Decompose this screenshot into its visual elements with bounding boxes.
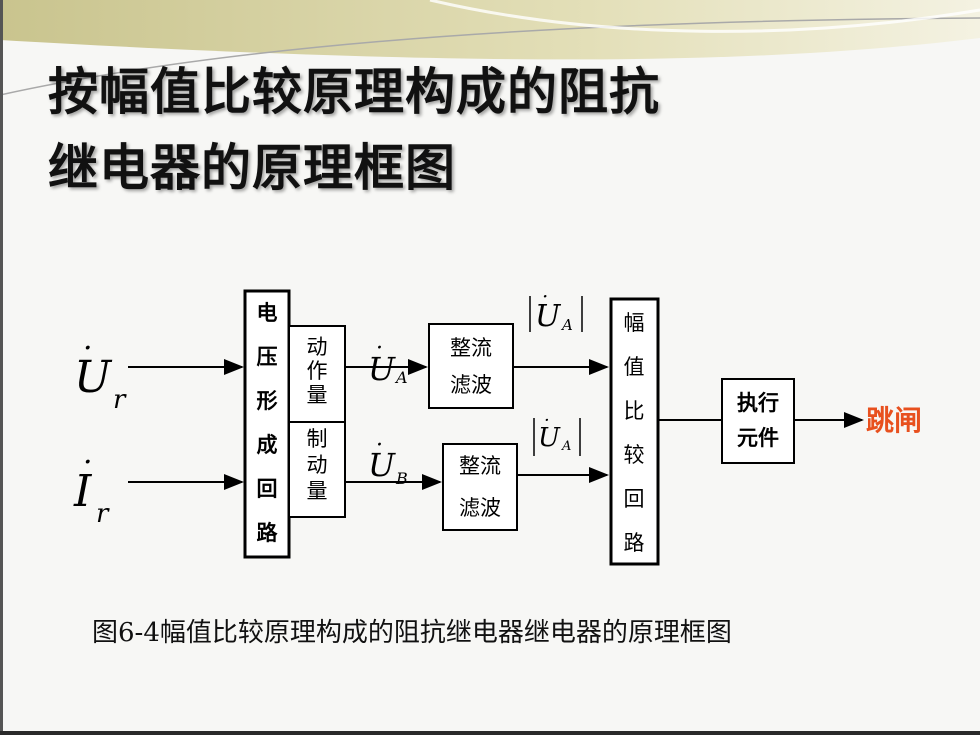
ua-label: U A · bbox=[368, 336, 408, 388]
restrain-quantity-char: 量 bbox=[307, 479, 328, 503]
amplitude-compare-char: 路 bbox=[624, 531, 645, 555]
abs-ua-bottom-label: U A · bbox=[533, 410, 581, 456]
abs-ua-top-label: U A · bbox=[529, 284, 583, 334]
amplitude-compare-char: 幅 bbox=[624, 311, 645, 335]
voltage-forming-char: 压 bbox=[257, 345, 278, 369]
svg-text:·: · bbox=[83, 331, 93, 366]
voltage-forming-char: 路 bbox=[257, 521, 279, 545]
rectifier-bottom-line2: 滤波 bbox=[459, 496, 501, 520]
trip-output-label: 跳闸 bbox=[866, 404, 922, 437]
operate-quantity-char: 作 bbox=[307, 359, 328, 383]
svg-text:·: · bbox=[544, 410, 550, 431]
operate-quantity-char: 动 bbox=[307, 335, 328, 359]
input-ir-label: I r · bbox=[73, 445, 110, 529]
input-ur-label: U r · bbox=[74, 331, 127, 415]
amplitude-compare-char: 值 bbox=[624, 355, 645, 379]
rectifier-top-line1: 整流 bbox=[450, 336, 492, 360]
restrain-quantity-box bbox=[288, 421, 346, 518]
operate-quantity-char: 量 bbox=[307, 383, 328, 407]
svg-text:A: A bbox=[561, 439, 571, 454]
svg-text:·: · bbox=[542, 284, 548, 308]
restrain-quantity-label: 制动量 bbox=[307, 427, 328, 503]
svg-text:·: · bbox=[83, 445, 93, 480]
figure-caption: 图6-4幅值比较原理构成的阻抗继电器继电器的原理框图 bbox=[92, 618, 732, 648]
amplitude-compare-char: 较 bbox=[624, 443, 645, 467]
page-title-line2: 继电器的原理框图 bbox=[48, 139, 456, 197]
restrain-quantity-char: 制 bbox=[307, 427, 328, 451]
rectifier-bottom-line1: 整流 bbox=[459, 454, 501, 478]
operate-quantity-label: 动作量 bbox=[307, 335, 328, 407]
executor-line2: 元件 bbox=[737, 426, 779, 450]
svg-text:B: B bbox=[395, 469, 408, 488]
header-band bbox=[0, 0, 980, 60]
svg-text:·: · bbox=[376, 336, 383, 361]
voltage-forming-char: 回 bbox=[257, 477, 278, 501]
svg-text:U: U bbox=[368, 350, 396, 388]
svg-text:I: I bbox=[73, 466, 93, 517]
svg-text:U: U bbox=[368, 446, 396, 484]
header-swoosh bbox=[0, 17, 980, 96]
amplitude-compare-char: 回 bbox=[624, 487, 645, 511]
svg-text:U: U bbox=[538, 423, 561, 453]
rectifier-bottom-box bbox=[442, 443, 518, 531]
amplitude-compare-char: 比 bbox=[624, 399, 645, 423]
svg-text:·: · bbox=[376, 433, 383, 458]
left-edge bbox=[0, 0, 3, 735]
ub-label: U B · bbox=[368, 433, 408, 488]
svg-text:r: r bbox=[96, 499, 110, 529]
svg-text:A: A bbox=[560, 316, 573, 334]
executor-line1: 执行 bbox=[737, 391, 779, 415]
restrain-quantity-char: 动 bbox=[307, 453, 328, 477]
executor-box bbox=[721, 378, 795, 464]
svg-text:r: r bbox=[113, 385, 127, 415]
page-title-line1: 按幅值比较原理构成的阻抗 bbox=[48, 63, 660, 121]
svg-text:A: A bbox=[394, 368, 408, 387]
rectifier-top-line2: 滤波 bbox=[450, 373, 492, 397]
voltage-forming-char: 形 bbox=[257, 389, 278, 413]
amplitude-compare-box bbox=[609, 297, 660, 566]
voltage-forming-char: 成 bbox=[257, 433, 278, 457]
rectifier-top-box bbox=[428, 323, 514, 409]
header-swoosh-2 bbox=[429, 0, 980, 33]
voltage-forming-box bbox=[243, 289, 291, 559]
svg-text:U: U bbox=[74, 352, 113, 403]
bottom-edge bbox=[0, 731, 980, 735]
voltage-forming-char: 电 bbox=[257, 301, 278, 325]
svg-text:U: U bbox=[535, 299, 562, 334]
